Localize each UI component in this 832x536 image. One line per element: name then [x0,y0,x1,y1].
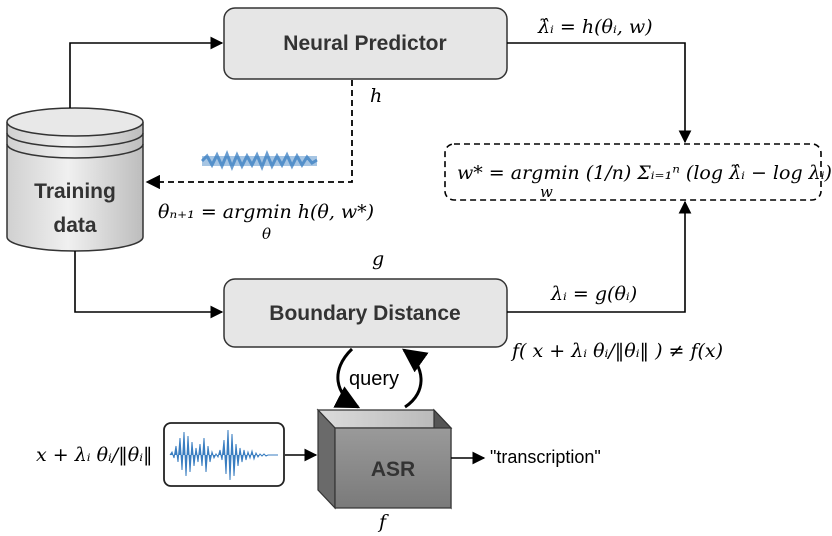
training-data-label-line1: Training [34,180,116,203]
perturbed-input-label: x + λᵢ θᵢ/‖θᵢ‖ [36,444,153,466]
lambda-equation: λᵢ = g(θᵢ) [550,283,637,305]
boundary-distance-node: Boundary Distance [223,278,508,348]
transcription-label: "transcription" [490,447,601,467]
lambda-hat-equation: λ̂ᵢ = h(θᵢ, w) [537,16,653,38]
boundary-distance-label: Boundary Distance [269,302,460,325]
g-label: g [372,248,384,270]
arrow-asr-to-boundary [402,348,429,409]
waveform-icon [169,429,278,481]
objective-argmin-subscript: w [540,183,553,201]
arrow-predictor-to-objective [507,42,692,144]
training-data-label-line2: data [53,214,97,237]
neural-predictor-node: Neural Predictor [223,7,508,80]
objective-node: w* = argmin (1/n) Σᵢ₌₁ⁿ (log λ̂ᵢ − log λ… [444,143,832,201]
arrow-query-to-asr [333,347,361,409]
constraint-equation: f( x + λᵢ θᵢ/‖θᵢ‖ ) ≠ f(x) [510,340,723,362]
asr-label: ASR [371,458,415,481]
audio-input-node [163,422,285,487]
query-label: query [349,368,399,390]
h-label: h [370,85,382,107]
arrow-data-to-predictor [69,36,224,108]
f-label: f [377,511,389,533]
training-data-node: Training data [6,107,144,252]
predicted-waveform-icon [200,149,318,172]
objective-formula: w* = argmin (1/n) Σᵢ₌₁ⁿ (log λ̂ᵢ − log λ… [457,162,832,184]
arrow-data-to-boundary [74,251,224,319]
theta-update-equation: θₙ₊₁ = argmin h(θ, w*) [158,201,374,223]
neural-predictor-label: Neural Predictor [283,32,446,55]
arrow-predictor-to-data [145,80,353,190]
theta-update-argmin-subscript: θ [262,225,271,243]
arrow-boundary-to-objective [507,200,692,313]
asr-node: ASR [316,408,453,510]
